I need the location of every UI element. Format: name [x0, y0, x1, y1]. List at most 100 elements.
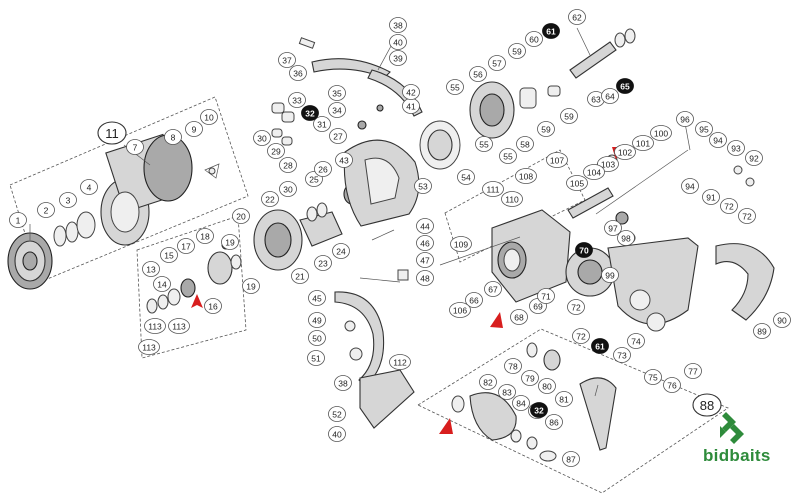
brand-wordmark: bidbaits: [703, 446, 771, 465]
callout-circle: [560, 108, 578, 124]
rotor: [253, 209, 343, 271]
callout-circle: [160, 247, 178, 263]
part-callout-22: 22: [261, 191, 279, 207]
spool: [100, 133, 193, 246]
part-callout-31: 31: [313, 116, 331, 132]
callout-circle: [562, 451, 580, 467]
callout-circle: [627, 333, 645, 349]
part-callout-48: 48: [416, 270, 434, 286]
part-callout-104: 104: [583, 164, 605, 180]
callout-circle: [498, 384, 516, 400]
side-plate: [715, 243, 775, 321]
callout-circle: [204, 298, 222, 314]
part-callout-111: 111: [482, 181, 504, 197]
callout-label: 55: [503, 152, 513, 162]
callout-label: 59: [564, 112, 574, 122]
callout-label: 43: [339, 156, 349, 166]
callout-label: 67: [488, 285, 498, 295]
callout-label: 86: [549, 418, 559, 428]
part-callout-45: 45: [308, 290, 326, 306]
callout-circle: [329, 128, 347, 144]
part-callout-18: 18: [196, 228, 214, 244]
callout-label: 1: [16, 216, 21, 226]
part-callout-109: 109: [450, 236, 472, 252]
callout-circle: [449, 302, 471, 318]
callout-circle: [389, 34, 407, 50]
part-callout-113: 113: [138, 339, 160, 355]
callout-circle: [604, 220, 622, 236]
callout-circle: [291, 268, 309, 284]
callout-label: 33: [292, 96, 302, 106]
callout-circle: [9, 212, 27, 228]
callout-circle: [328, 85, 346, 101]
part-callout-39: 39: [389, 50, 407, 66]
callout-label: 41: [406, 102, 416, 112]
part-callout-35: 35: [328, 85, 346, 101]
part-callout-43: 43: [335, 152, 353, 168]
callout-circle: [501, 191, 523, 207]
callout-label: 63: [591, 95, 601, 105]
part-callout-52: 52: [328, 406, 346, 422]
part-callout-73: 73: [613, 347, 631, 363]
red-arrow-markers: [191, 147, 620, 434]
callout-label: 96: [680, 115, 690, 125]
part-callout-57: 57: [488, 55, 506, 71]
callout-circle: [308, 312, 326, 328]
callout-circle: [232, 208, 250, 224]
callout-label: 40: [393, 38, 403, 48]
callout-label: 108: [519, 172, 533, 182]
callout-label: 23: [318, 259, 328, 269]
bail-trip-lever: [334, 291, 415, 429]
callout-label: 57: [492, 59, 502, 69]
callout-circle: [334, 375, 352, 391]
callout-circle: [516, 136, 534, 152]
part-callout-65: 65: [616, 78, 634, 94]
callout-label: 81: [559, 395, 569, 405]
callout-label: 99: [605, 271, 615, 281]
callout-circle: [308, 290, 326, 306]
callout-circle: [538, 378, 556, 394]
callout-label: 89: [757, 327, 767, 337]
callout-label: 3: [66, 196, 71, 206]
callout-label: 113: [148, 322, 162, 332]
part-callout-47: 47: [416, 252, 434, 268]
callout-label: 22: [265, 195, 275, 205]
part-callout-68: 68: [510, 309, 528, 325]
callout-circle: [613, 347, 631, 363]
callout-circle: [484, 281, 502, 297]
callout-label: 95: [699, 125, 709, 135]
part-callout-56: 56: [469, 66, 487, 82]
part-number-callouts: 1234789101113141516171819192021222324252…: [9, 9, 791, 467]
callout-label: 61: [546, 27, 556, 37]
callout-circle: [521, 370, 539, 386]
callout-label: 27: [333, 132, 343, 142]
part-callout-90: 90: [773, 312, 791, 328]
drag-washer-stack: [146, 240, 242, 314]
callout-circle: [695, 121, 713, 137]
part-callout-101: 101: [632, 135, 654, 151]
callout-circle: [314, 255, 332, 271]
callout-circle: [389, 50, 407, 66]
callout-circle: [566, 175, 588, 191]
drag-group-outline: [136, 215, 247, 359]
handle-group-outline: [417, 328, 729, 494]
callout-circle: [616, 78, 634, 94]
callout-circle: [332, 243, 350, 259]
part-callout-112: 112: [389, 354, 411, 370]
callout-label: 20: [236, 212, 246, 222]
callout-label: 94: [713, 136, 723, 146]
callout-label: 111: [487, 185, 500, 195]
callout-label: 31: [317, 120, 327, 130]
part-callout-72: 72: [572, 328, 590, 344]
callout-label: 40: [332, 430, 342, 440]
callout-label: 92: [749, 154, 759, 164]
callout-label: 10: [204, 113, 214, 123]
callout-label: 29: [271, 147, 281, 157]
callout-circle: [617, 230, 635, 246]
callout-circle: [142, 261, 160, 277]
callout-circle: [288, 92, 306, 108]
part-callout-55: 55: [446, 79, 464, 95]
line-roller: [271, 102, 295, 146]
callout-label: 37: [282, 56, 292, 66]
callout-label: 70: [579, 246, 589, 256]
